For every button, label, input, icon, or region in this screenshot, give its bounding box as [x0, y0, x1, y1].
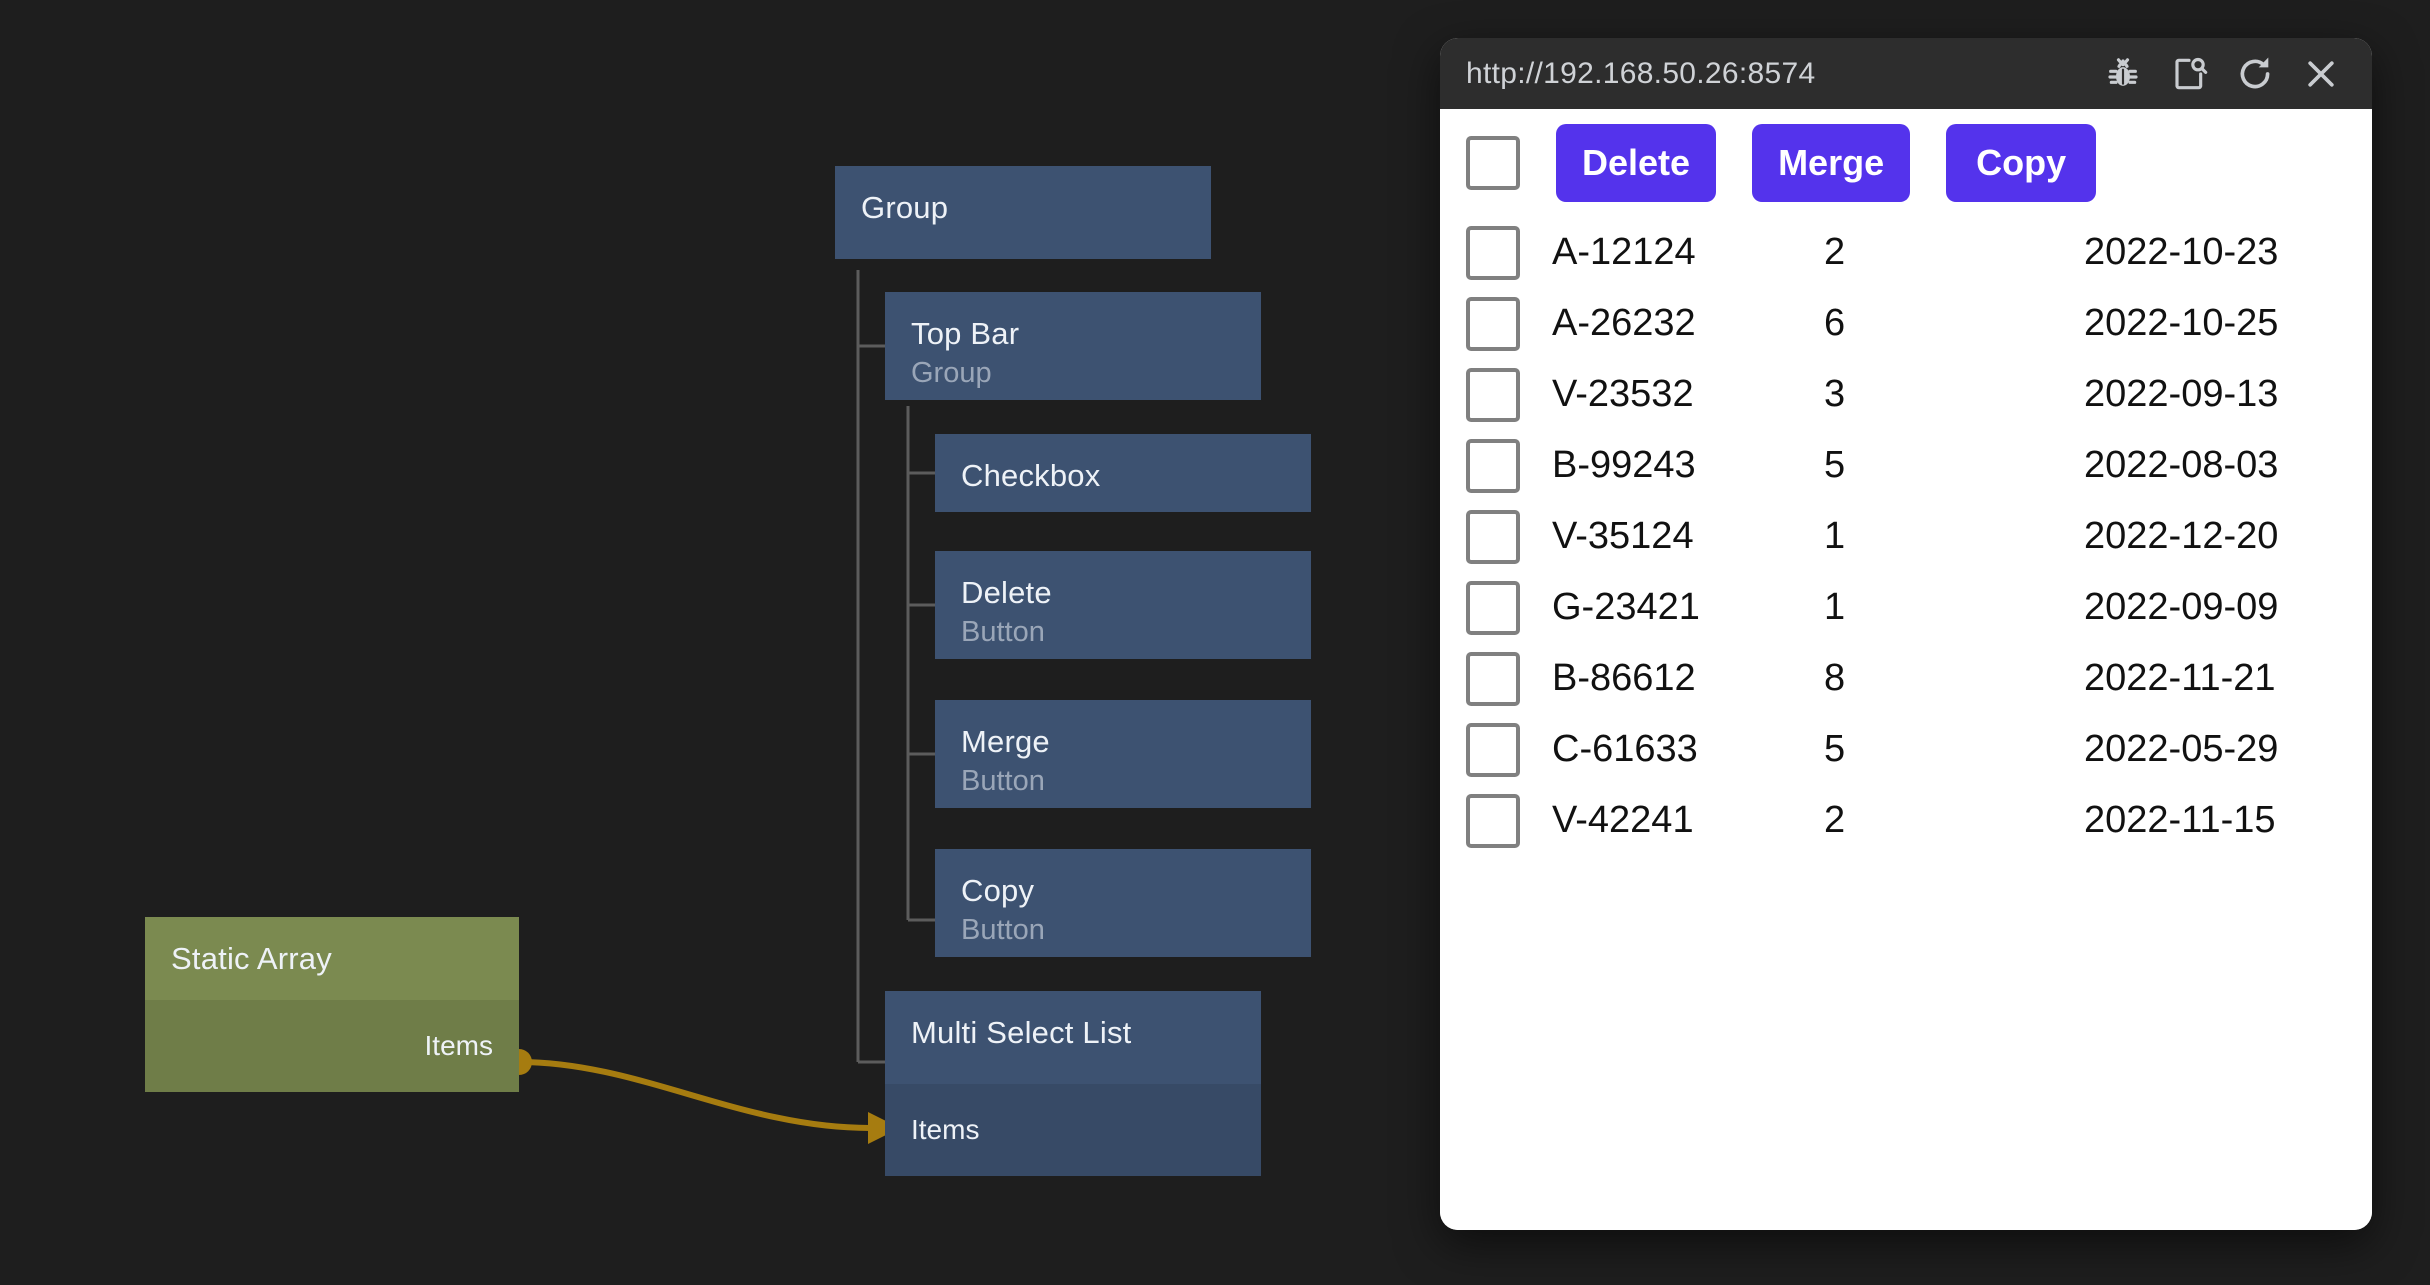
graph-node-top-bar[interactable]: Top Bar Group [885, 292, 1261, 400]
list-item[interactable]: V-35124 1 2022-12-20 [1440, 501, 2372, 572]
row-quantity: 2 [1824, 799, 1846, 841]
row-checkbox[interactable] [1466, 367, 1520, 422]
graph-node-group[interactable]: Group [835, 166, 1211, 259]
list-item[interactable]: V-42241 2 2022-11-15 [1440, 785, 2372, 856]
node-title: Copy [961, 873, 1035, 908]
preview-window: http://192.168.50.26:8574 [1440, 38, 2372, 1230]
node-title: Delete [961, 575, 1052, 610]
select-all-checkbox[interactable] [1466, 136, 1520, 190]
row-id: B-99243 [1552, 444, 1696, 486]
list-toolbar: Delete Merge Copy [1440, 109, 2372, 217]
url-field[interactable]: http://192.168.50.26:8574 [1466, 56, 1816, 90]
node-header: Top Bar Group [885, 292, 1261, 392]
node-header: Checkbox [935, 434, 1311, 496]
node-output-port-items[interactable]: Items [145, 1000, 519, 1092]
row-quantity: 5 [1824, 444, 1846, 486]
row-checkbox[interactable] [1466, 438, 1520, 493]
row-quantity: 1 [1824, 586, 1846, 628]
port-label: Items [911, 1114, 980, 1145]
graph-node-copy[interactable]: Copy Button [935, 849, 1311, 957]
row-id: V-42241 [1552, 799, 1694, 841]
reload-icon[interactable] [2228, 47, 2282, 101]
row-id: G-23421 [1552, 586, 1700, 628]
row-date: 2022-11-21 [2084, 657, 2276, 699]
node-input-port-items[interactable]: Items [885, 1084, 1261, 1176]
node-subtitle: Button [961, 616, 1045, 648]
node-title: Group [861, 190, 949, 225]
list-item[interactable]: G-23421 1 2022-09-09 [1440, 572, 2372, 643]
row-date: 2022-12-20 [2084, 515, 2279, 557]
node-header: Delete Button [935, 551, 1311, 651]
bug-icon[interactable] [2096, 47, 2150, 101]
graph-node-checkbox[interactable]: Checkbox [935, 434, 1311, 512]
graph-node-delete[interactable]: Delete Button [935, 551, 1311, 659]
node-title: Top Bar [911, 316, 1020, 351]
list-item[interactable]: B-99243 5 2022-08-03 [1440, 430, 2372, 501]
row-date: 2022-11-15 [2084, 799, 2276, 841]
row-date: 2022-05-29 [2084, 728, 2279, 770]
merge-button[interactable]: Merge [1752, 124, 1911, 202]
list-item[interactable]: C-61633 5 2022-05-29 [1440, 714, 2372, 785]
node-title: Multi Select List [911, 1015, 1132, 1050]
row-date: 2022-08-03 [2084, 444, 2279, 486]
node-subtitle: Button [961, 914, 1045, 946]
row-quantity: 2 [1824, 231, 1846, 273]
row-quantity: 5 [1824, 728, 1846, 770]
list-item[interactable]: B-86612 8 2022-11-21 [1440, 643, 2372, 714]
row-checkbox[interactable] [1466, 509, 1520, 564]
row-date: 2022-09-09 [2084, 586, 2279, 628]
delete-button[interactable]: Delete [1556, 124, 1717, 202]
row-checkbox[interactable] [1466, 651, 1520, 706]
row-checkbox[interactable] [1466, 225, 1520, 280]
node-title: Merge [961, 724, 1050, 759]
preview-titlebar: http://192.168.50.26:8574 [1440, 38, 2372, 109]
node-header: Multi Select List [885, 991, 1261, 1067]
node-title: Static Array [171, 941, 332, 976]
port-label: Items [424, 1030, 493, 1061]
list-item[interactable]: A-12124 2 2022-10-23 [1440, 217, 2372, 288]
row-id: V-23532 [1552, 373, 1694, 415]
list-item[interactable]: V-23532 3 2022-09-13 [1440, 359, 2372, 430]
row-id: C-61633 [1552, 728, 1698, 770]
node-header: Copy Button [935, 849, 1311, 949]
row-id: B-86612 [1552, 657, 1696, 699]
graph-node-multi-select-list[interactable]: Multi Select List Items [885, 991, 1261, 1176]
row-id: V-35124 [1552, 515, 1694, 557]
row-checkbox[interactable] [1466, 722, 1520, 777]
row-quantity: 6 [1824, 302, 1846, 344]
row-id: A-12124 [1552, 231, 1696, 273]
list-item[interactable]: A-26232 6 2022-10-25 [1440, 288, 2372, 359]
close-icon[interactable] [2294, 47, 2348, 101]
row-date: 2022-10-23 [2084, 231, 2279, 273]
node-header: Group [835, 166, 1211, 228]
node-subtitle: Group [911, 357, 992, 389]
graph-node-merge[interactable]: Merge Button [935, 700, 1311, 808]
row-date: 2022-10-25 [2084, 302, 2279, 344]
row-checkbox[interactable] [1466, 793, 1520, 848]
node-header: Merge Button [935, 700, 1311, 800]
row-quantity: 8 [1824, 657, 1846, 699]
inspect-icon[interactable] [2162, 47, 2216, 101]
row-id: A-26232 [1552, 302, 1696, 344]
row-checkbox[interactable] [1466, 296, 1520, 351]
node-title: Checkbox [961, 458, 1101, 493]
node-subtitle: Button [961, 765, 1045, 797]
row-quantity: 1 [1824, 515, 1846, 557]
row-quantity: 3 [1824, 373, 1846, 415]
row-date: 2022-09-13 [2084, 373, 2279, 415]
graph-node-static-array[interactable]: Static Array Items [145, 917, 519, 1092]
copy-button[interactable]: Copy [1946, 124, 2097, 202]
row-checkbox[interactable] [1466, 580, 1520, 635]
node-header: Static Array [145, 917, 519, 989]
edge-items [518, 1059, 871, 1131]
